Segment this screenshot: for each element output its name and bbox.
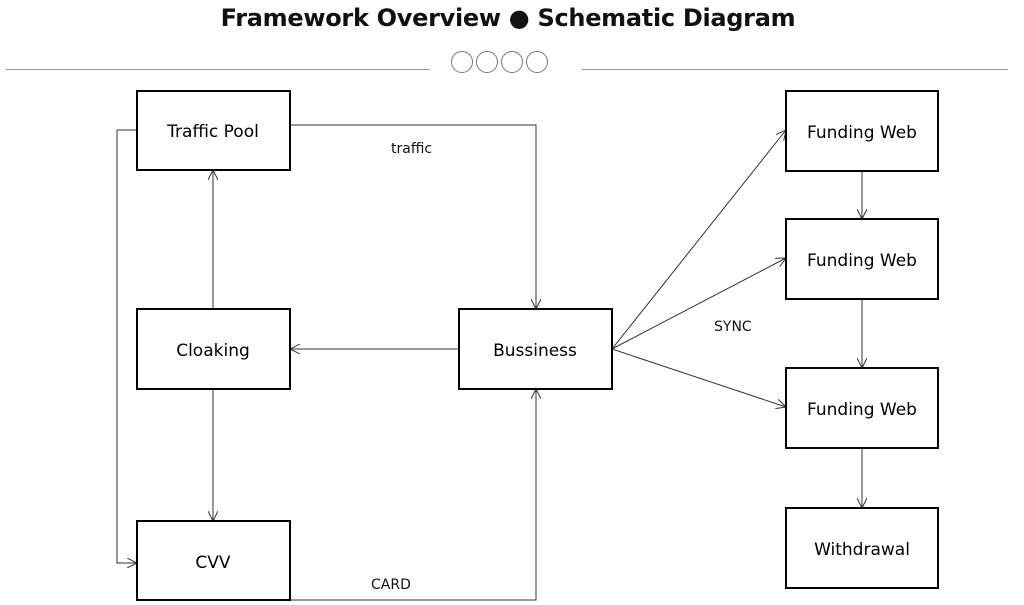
edge-business-to-funding3 (611, 348, 786, 407)
page-title: Framework Overview ● Schematic Diagram (220, 4, 796, 32)
edge-business-to-funding2 (611, 258, 786, 350)
edge-label-sync: SYNC (714, 319, 752, 335)
node-funding-web-2: Funding Web (785, 218, 939, 300)
edge-business-to-funding1 (611, 130, 786, 350)
node-cloaking: Cloaking (136, 308, 291, 390)
node-label: Traffic Pool (166, 122, 259, 142)
node-funding-web-1: Funding Web (785, 90, 939, 172)
node-funding-web-3: Funding Web (785, 367, 939, 449)
node-business: Bussiness (458, 308, 613, 390)
edge-label-traffic: traffic (391, 141, 432, 157)
node-label: Bussiness (493, 341, 577, 361)
node-label: Funding Web (807, 400, 917, 420)
node-label: Withdrawal (814, 540, 910, 560)
circle-icon (476, 51, 498, 73)
decorative-circles (451, 51, 548, 73)
circle-icon (501, 51, 523, 73)
divider-right (582, 69, 1008, 70)
node-label: CVV (195, 553, 230, 573)
node-label: Cloaking (176, 341, 250, 361)
circle-icon (451, 51, 473, 73)
node-traffic-pool: Traffic Pool (136, 90, 291, 171)
edge-trafficpool-to-cvv (116, 129, 137, 563)
node-cvv: CVV (136, 520, 291, 601)
node-withdrawal: Withdrawal (785, 507, 939, 589)
circle-icon (526, 51, 548, 73)
edge-cvv-to-business (290, 389, 536, 601)
connectors (116, 124, 862, 601)
divider-left (6, 69, 430, 70)
edge-trafficpool-to-business (290, 124, 536, 309)
node-label: Funding Web (807, 251, 917, 271)
edge-label-card: CARD (371, 577, 411, 593)
node-label: Funding Web (807, 123, 917, 143)
